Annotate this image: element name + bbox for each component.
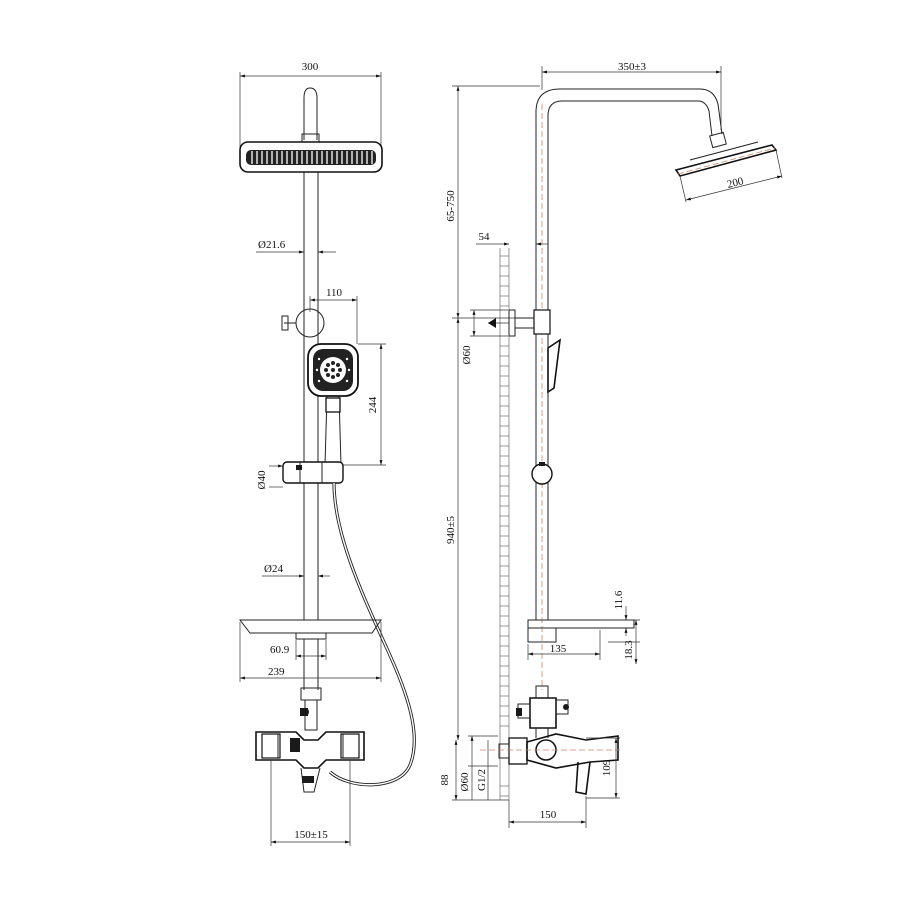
wall [499,248,510,800]
side-mixer-valve [480,733,620,795]
dim-shelf-thickness: 11.6 [613,590,625,609]
dim-slider: Ø40 [256,470,268,489]
mixer-valve [255,731,365,793]
side-shower-head [674,131,778,177]
dim-base-height: 88 [439,774,451,786]
side-view: 350±3 200 65-750 940±5 54 Ø60 [439,61,783,828]
front-view: 300 [238,61,416,846]
dim-handset-height: 244 [367,396,379,413]
dim-wall-offset: 54 [479,231,491,243]
dim-flange: Ø60 [459,772,471,791]
dim-holder-offset: 110 [326,287,343,299]
dim-shelf-lip: 18.3 [623,640,635,660]
dim-head-diameter: 200 [726,175,745,191]
rain-shower-head [239,141,383,173]
dim-valve-depth: 150 [540,809,557,821]
dim-adjust-range: 65-750 [445,190,457,222]
dim-width: 300 [302,61,319,73]
dim-shelf-depth: 135 [550,643,567,655]
dim-thread: G1/2 [476,769,488,791]
dim-pipe-upper: Ø21.6 [258,239,286,251]
dim-main-height: 940±5 [445,515,457,544]
hand-shower [307,343,359,466]
dim-valve-height: 109 [601,759,613,776]
dim-reach: 350±3 [618,61,647,73]
dim-shelf-inner: 60.9 [270,644,290,656]
dim-centers: 150±15 [294,829,328,841]
dim-shelf-width: 239 [268,666,285,678]
dim-bracket-flange: Ø60 [461,345,473,364]
dim-pipe-lower: Ø24 [264,563,283,575]
